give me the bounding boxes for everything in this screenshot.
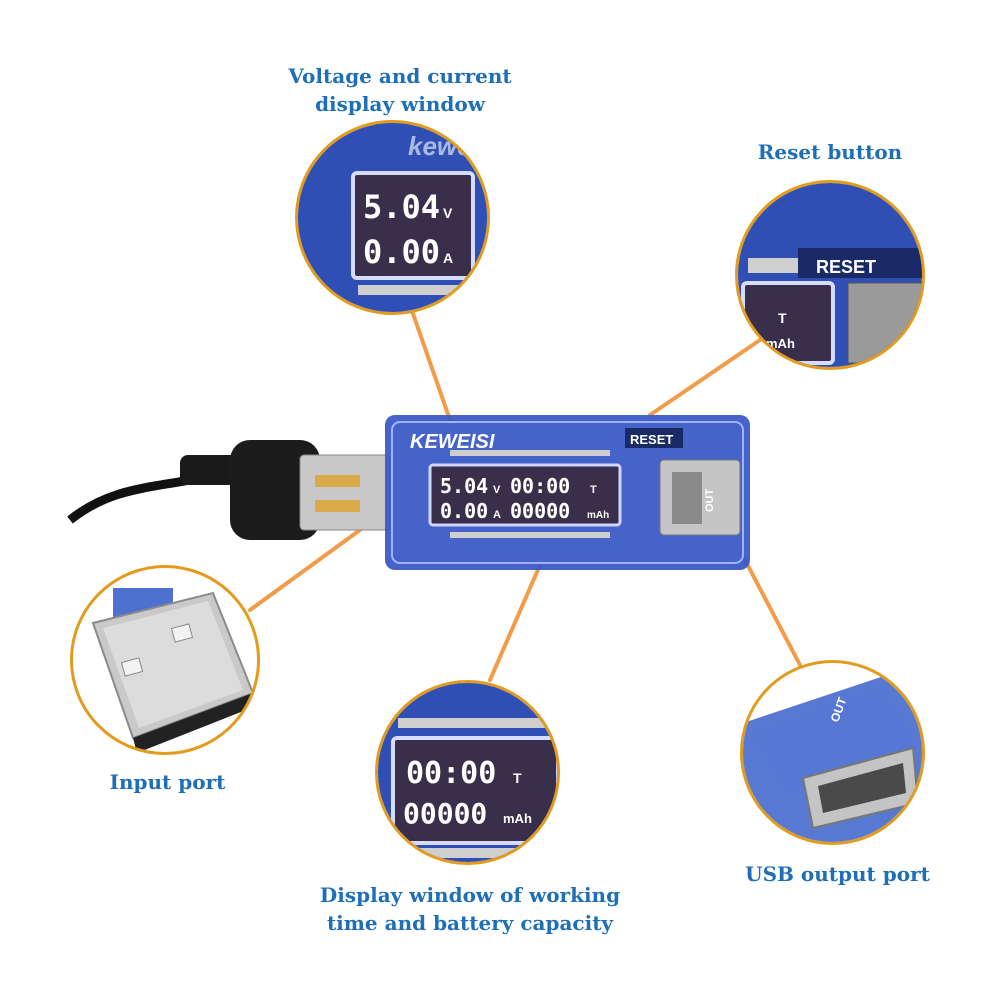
zoom-voltage-current: 5.04 V 0.00 A kewei: [295, 120, 490, 315]
reset-text: RESET: [630, 432, 673, 447]
cable-strain-relief: [180, 455, 240, 485]
zoom-usb-output: OUT: [740, 660, 925, 845]
out-text: OUT: [704, 489, 716, 513]
label-usb-output: USB output port: [745, 862, 930, 886]
zoom-input-port: [70, 565, 260, 755]
svg-text:mAh: mAh: [766, 336, 795, 351]
zoom-time: 00:00: [406, 756, 496, 791]
reset-button: [625, 428, 683, 448]
brand-text: KEWEISI: [410, 431, 495, 453]
leader-line-voltage: [408, 303, 452, 422]
svg-text:kewei: kewei: [408, 131, 480, 161]
label-voltage-current: Voltage and current display window: [288, 64, 512, 116]
label-reset-button: Reset button: [757, 140, 903, 164]
svg-text:A: A: [443, 250, 453, 266]
usb-plug-housing: [230, 440, 320, 540]
usb-female-socket: [299, 454, 391, 531]
zoom-time-capacity: 00:00 T 00000 mAh: [375, 680, 560, 865]
leader-line-output: [743, 558, 802, 667]
lcd-voltage-unit: V: [493, 484, 501, 496]
lcd-time-unit: T: [590, 484, 597, 496]
zoom-capacity: 00000: [403, 797, 487, 830]
label-input-port: Input port: [109, 770, 226, 794]
lcd-pins: [450, 450, 610, 538]
zoom-current: 0.00: [363, 233, 440, 271]
zoom-reset-text: RESET: [816, 257, 876, 277]
svg-text:V: V: [443, 205, 453, 221]
zoom-voltage: 5.04: [363, 188, 440, 226]
lcd-time: 00:00: [510, 474, 570, 498]
svg-text:T: T: [778, 310, 787, 326]
lcd-capacity-unit: mAh: [587, 510, 609, 521]
lcd-current-unit: A: [493, 509, 501, 521]
leader-line-display: [488, 563, 542, 682]
lcd-current: 0.00: [440, 499, 488, 523]
leader-line-input: [248, 528, 362, 612]
lcd-screen: [428, 463, 622, 527]
lcd-voltage: 5.04: [440, 474, 488, 498]
svg-text:mAh: mAh: [503, 811, 532, 826]
zoom-reset-button: RESET T mAh: [735, 180, 925, 370]
svg-text:T: T: [513, 770, 522, 786]
lcd-capacity: 00000: [510, 499, 570, 523]
label-time-capacity: Display window of working time and batte…: [319, 883, 621, 935]
